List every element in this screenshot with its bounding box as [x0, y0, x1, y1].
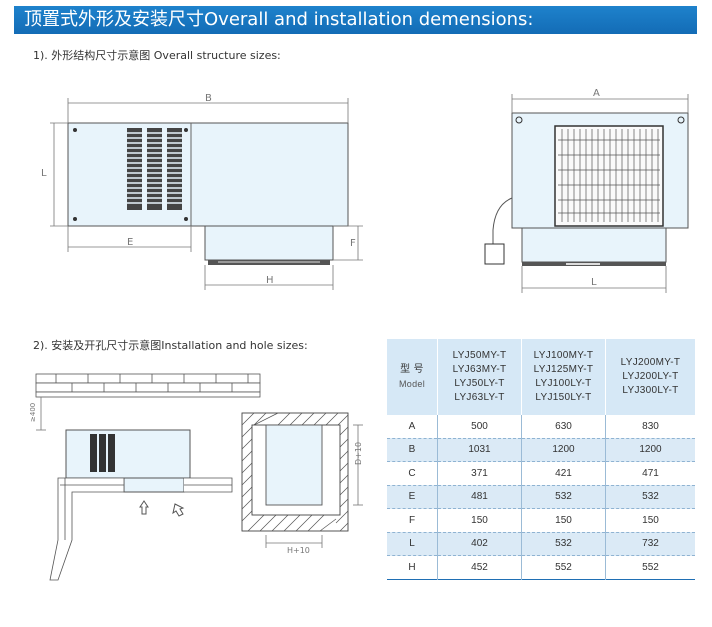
dim-E: E: [127, 237, 133, 248]
table-cell: 452: [437, 555, 522, 579]
title-banner: 顶置式外形及安装尺寸Overall and installation demen…: [14, 6, 697, 34]
table-cell: 830: [642, 420, 659, 432]
header-group-1: LYJ50MY-T LYJ63MY-T LYJ50LY-T LYJ63LY-T: [437, 339, 522, 415]
hole-dimensions: [265, 424, 363, 548]
dim-L-front: L: [41, 168, 47, 179]
dim-F: F: [350, 238, 356, 249]
row-label: F: [387, 508, 438, 532]
table-cell: 371: [437, 461, 522, 485]
table-cell: 481: [437, 485, 522, 509]
table-cell: 732: [605, 532, 695, 556]
installed-unit: [65, 429, 191, 493]
front-view-dimensions: [50, 98, 363, 290]
dim-A: A: [593, 88, 600, 99]
table-cell: 150: [521, 508, 606, 532]
airflow-arrows: [139, 500, 185, 517]
row-label: A: [387, 415, 438, 438]
spec-table: 型 号 Model LYJ50MY-T LYJ63MY-T LYJ50LY-T …: [387, 339, 695, 580]
header-group-3: LYJ200MY-T LYJ200LY-T LYJ300LY-T: [605, 339, 695, 415]
table-cell: 552: [642, 561, 659, 573]
section2-title: 2). 安装及开孔尺寸示意图Installation and hole size…: [33, 339, 308, 352]
table-cell: 1031: [437, 438, 522, 462]
dim-hole-H: H+10: [287, 546, 310, 555]
table-row: C 371 421 471: [387, 461, 695, 485]
row-label: C: [387, 461, 438, 485]
dim-H: H: [266, 275, 274, 286]
table-cell: 532: [521, 485, 606, 509]
table-cell: 402: [437, 532, 522, 556]
row-label: H: [387, 555, 438, 579]
table-row: H 452 552 552: [387, 555, 695, 579]
table-cell: 471: [642, 467, 659, 479]
table-row: L 402 532 732: [387, 532, 695, 556]
table-cell: 1200: [605, 438, 695, 462]
table-cell: 1200: [521, 438, 606, 462]
cold-room-wall: [49, 477, 233, 581]
front-view-body: [67, 122, 349, 265]
spec-table-header: 型 号 Model LYJ50MY-T LYJ63MY-T LYJ50LY-T …: [387, 339, 695, 415]
header-group-2: LYJ100MY-T LYJ125MY-T LYJ100LY-T LYJ150L…: [521, 339, 606, 415]
hole-frame-hatch: [241, 412, 349, 532]
table-cell: 532: [521, 532, 606, 556]
row-label: L: [387, 532, 438, 556]
dim-install-height: ≥400: [29, 403, 37, 422]
table-cell: 552: [521, 555, 606, 579]
row-label: E: [387, 485, 438, 509]
dim-L-side: L: [591, 277, 597, 288]
table-cell: 150: [642, 514, 659, 526]
side-view-dimensions: [511, 94, 689, 293]
table-cell: 150: [437, 508, 522, 532]
table-cell: 630: [521, 415, 606, 438]
table-cell: 500: [437, 415, 522, 438]
header-model-label: 型 号 Model: [387, 339, 438, 415]
table-row: A 500 630 830: [387, 415, 695, 438]
side-view-body: [484, 112, 689, 266]
section1-title: 1). 外形结构尺寸示意图 Overall structure sizes:: [33, 49, 281, 62]
dim-hole-D: D+10: [354, 442, 363, 465]
front-view-grille: [127, 128, 182, 210]
banner-title: 顶置式外形及安装尺寸Overall and installation demen…: [24, 9, 534, 30]
table-row: B 1031 1200 1200: [387, 438, 695, 462]
table-cell: 421: [521, 461, 606, 485]
table-cell: 532: [605, 485, 695, 509]
table-row: F 150 150 150: [387, 508, 695, 532]
ceiling-brick-wall: [35, 373, 261, 398]
row-label: B: [387, 438, 438, 462]
dim-B: B: [205, 93, 212, 104]
table-row: E 481 532 532: [387, 485, 695, 509]
